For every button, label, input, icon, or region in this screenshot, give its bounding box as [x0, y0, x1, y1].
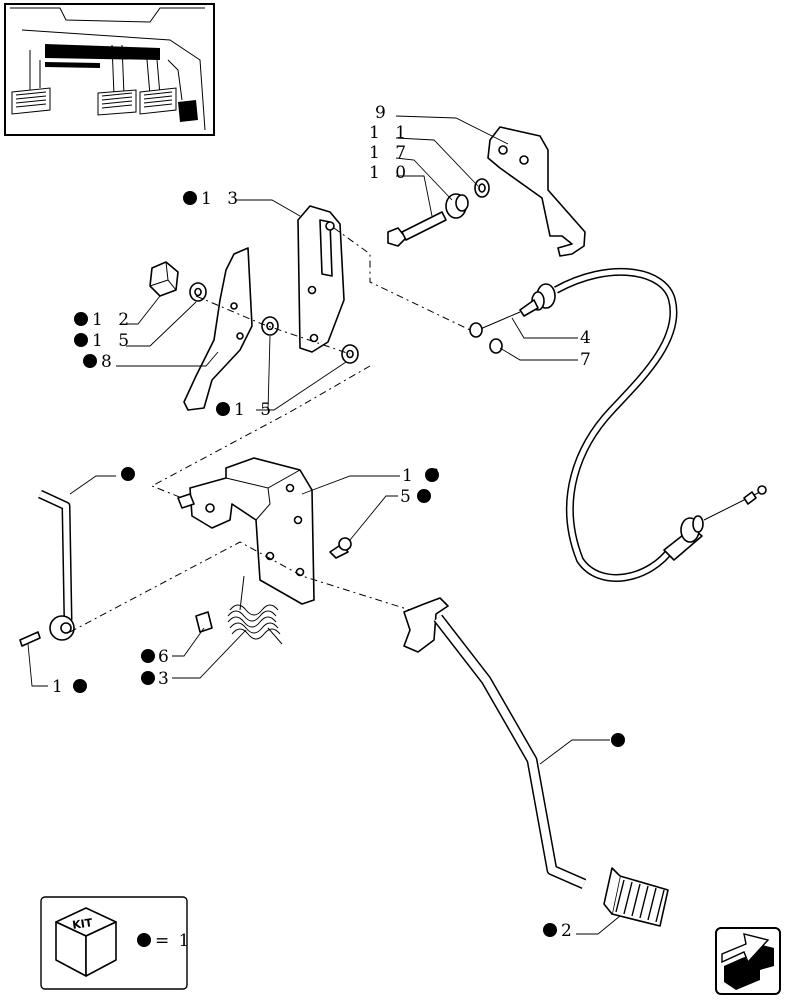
- kit-dot-15a: [74, 333, 88, 347]
- label-10: 1 0: [369, 163, 411, 183]
- label-13: 1 3: [201, 189, 243, 209]
- label-9: 9: [375, 103, 391, 123]
- callout-labels: 9 1 1 1 7 1 0 1 3 1 2 1 5 8 1 5 4 7 1 6 …: [52, 103, 625, 941]
- kit-dot-15b: [216, 402, 230, 416]
- return-spring: [195, 575, 283, 645]
- kit-legend-dot: [137, 933, 151, 947]
- label-1: 1: [52, 677, 68, 697]
- kit-box-text: KIT: [71, 916, 93, 932]
- kit-dot-13: [183, 191, 197, 205]
- main-pedal-bracket: [177, 457, 315, 605]
- label-11: 1 1: [369, 123, 411, 143]
- kit-dot-3: [141, 671, 155, 685]
- nut-washers-bracket: [149, 247, 359, 411]
- screw: [329, 537, 352, 559]
- bolt-bushing-washer: [387, 178, 490, 247]
- kit-dot-1: [73, 679, 87, 693]
- control-cable: [469, 267, 767, 582]
- kit-dot-6: [141, 649, 155, 663]
- label-15b: 1 5: [234, 400, 276, 420]
- upper-mounting-bracket: [487, 126, 586, 257]
- kit-legend: KIT = 1: [40, 896, 191, 990]
- label-5: 5: [400, 487, 416, 507]
- label-17: 1 7: [369, 143, 411, 163]
- location-inset: [4, 3, 215, 136]
- pivot-plate: [297, 205, 345, 353]
- label-12: 1 2: [92, 310, 134, 330]
- kit-dot-5: [417, 489, 431, 503]
- label-4: 4: [580, 328, 596, 348]
- kit-legend-text: = 1: [155, 931, 191, 951]
- assembly-lines: [69, 227, 471, 633]
- left-rod: [19, 489, 75, 647]
- next-page-arrow-button[interactable]: [715, 927, 781, 995]
- pedal-arm: [403, 597, 587, 890]
- kit-dot-12: [74, 312, 88, 326]
- kit-dot-pedal-arm: [611, 733, 625, 747]
- label-15a: 1 5: [92, 331, 134, 351]
- label-3: 3: [158, 669, 174, 689]
- kit-dot-left-rod: [121, 467, 135, 481]
- kit-dot-2: [543, 923, 557, 937]
- label-2: 2: [561, 921, 577, 941]
- label-8: 8: [101, 352, 117, 372]
- kit-dot-16: [425, 468, 439, 482]
- label-6: 6: [158, 647, 174, 667]
- label-7: 7: [580, 350, 596, 370]
- kit-dot-8: [83, 354, 97, 368]
- leader-lines: [27, 115, 621, 935]
- pedal-pad: [603, 867, 669, 927]
